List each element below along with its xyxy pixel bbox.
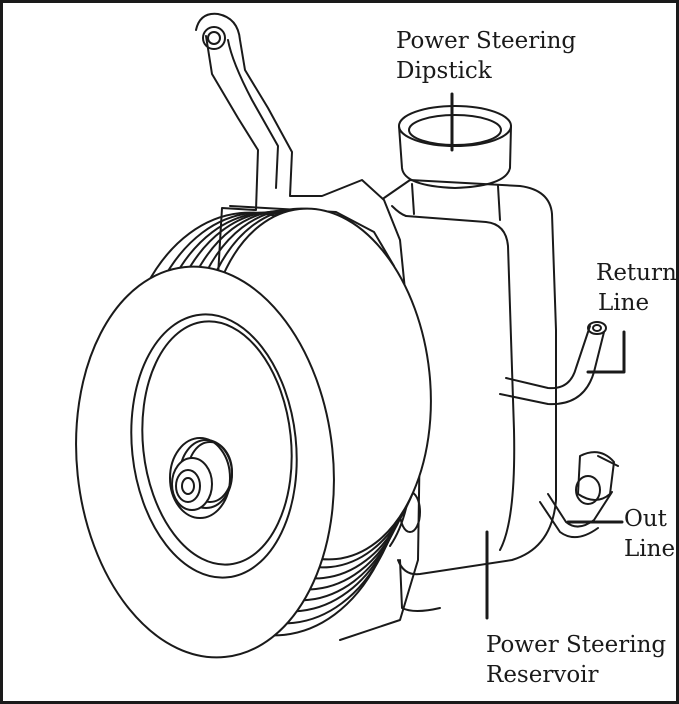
return-line-label: Return Line xyxy=(596,258,677,318)
out-line-label-line2: Line xyxy=(624,536,676,562)
out-line-label: Out Line xyxy=(624,504,675,564)
return-line-label-line2: Line xyxy=(598,290,650,316)
dipstick-label: Power Steering Dipstick xyxy=(396,26,576,86)
pulley xyxy=(75,207,432,659)
reservoir-body xyxy=(383,179,557,612)
shaft-hub xyxy=(169,437,233,519)
reservoir-label: Power Steering Reservoir xyxy=(486,630,666,690)
reservoir-label-line2: Reservoir xyxy=(486,662,599,688)
return-line-leader xyxy=(586,330,626,374)
leader-lines xyxy=(450,92,626,620)
dipstick-label-line1: Power Steering xyxy=(396,28,577,54)
dipstick-label-line2: Dipstick xyxy=(396,58,492,84)
out-line-label-line1: Out xyxy=(624,506,667,532)
out-line-fitting xyxy=(539,451,619,539)
dipstick-cap xyxy=(398,105,512,221)
reservoir-label-line1: Power Steering xyxy=(486,632,667,658)
return-line-fitting xyxy=(499,321,607,406)
return-line-label-line1: Return xyxy=(596,260,677,286)
